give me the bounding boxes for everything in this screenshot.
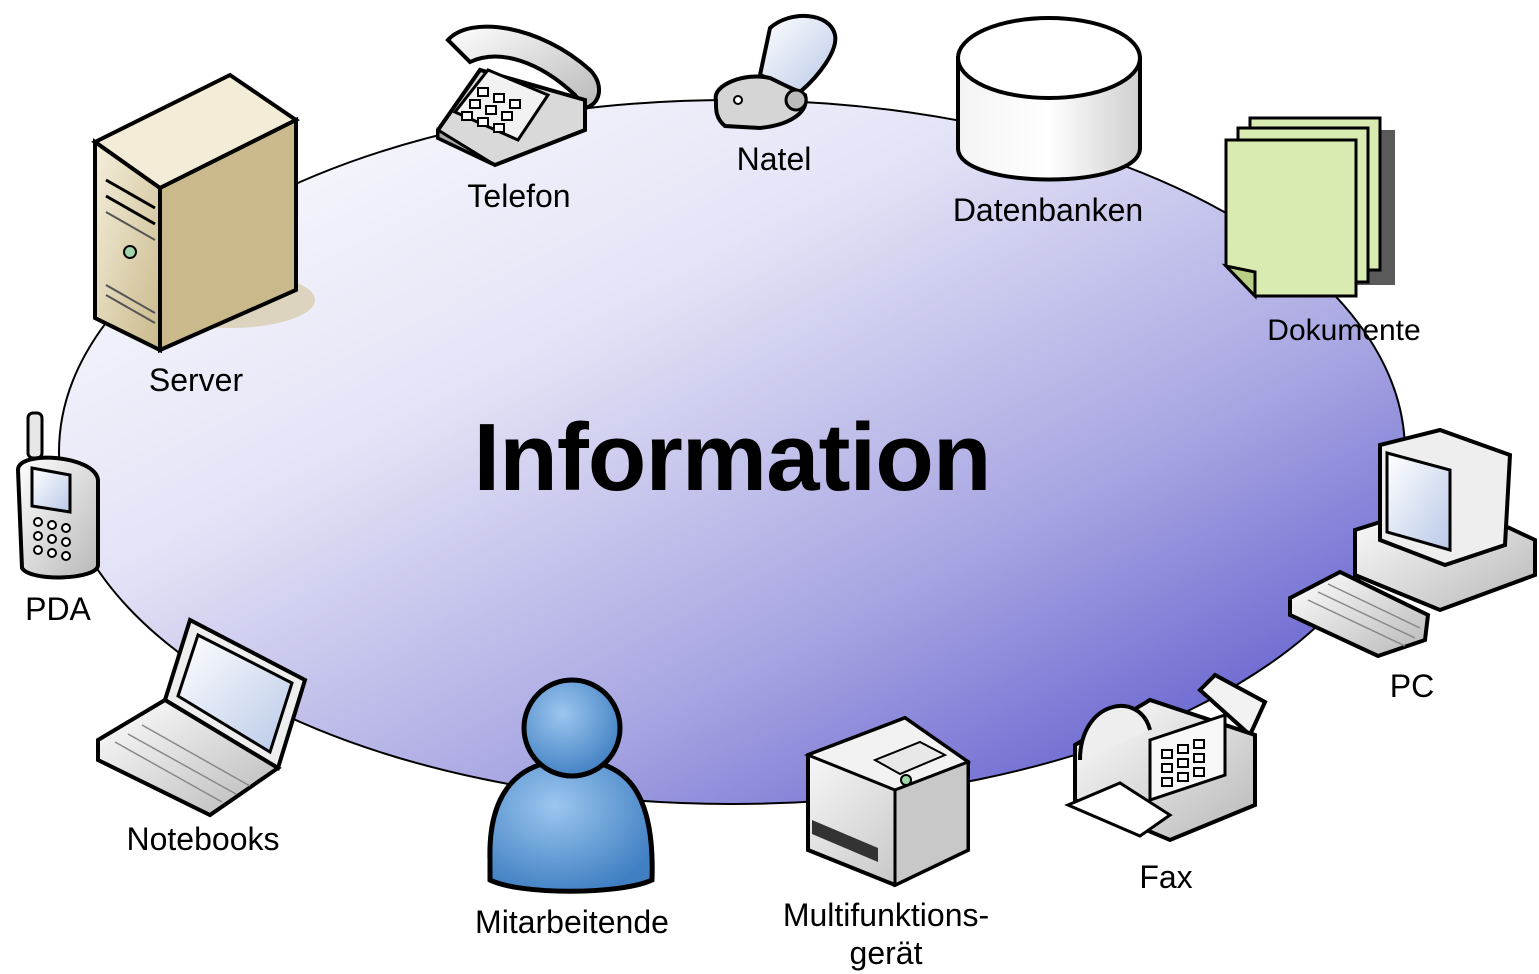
mobile-phone-icon bbox=[15, 411, 100, 580]
label-fax: Fax bbox=[1139, 859, 1193, 895]
label-server: Server bbox=[148, 362, 244, 398]
label-pc: PC bbox=[1389, 668, 1435, 704]
label-notebooks: Notebooks bbox=[126, 821, 280, 857]
center-label: Information bbox=[473, 404, 992, 511]
desk-telephone-icon bbox=[436, 24, 601, 168]
fax-machine-icon bbox=[1064, 672, 1268, 843]
person-icon bbox=[487, 677, 655, 894]
label-dokumente: Dokumente bbox=[1267, 314, 1421, 347]
label-natel: Natel bbox=[736, 141, 812, 177]
label-mitarbeitende: Mitarbeitende bbox=[475, 904, 669, 940]
label-telefon: Telefon bbox=[467, 178, 571, 214]
label-multifunktionsgeraet: Multifunktions- gerät bbox=[782, 897, 990, 971]
multifunction-printer-icon bbox=[803, 715, 972, 888]
label-datenbanken: Datenbanken bbox=[952, 192, 1144, 228]
laptop-icon bbox=[96, 617, 308, 818]
server-tower-icon bbox=[91, 72, 315, 354]
database-cylinder-icon bbox=[956, 16, 1142, 182]
document-stack-icon bbox=[1221, 116, 1395, 300]
label-pda: PDA bbox=[25, 591, 91, 627]
flip-phone-icon bbox=[713, 14, 838, 131]
desktop-computer-icon bbox=[1288, 427, 1537, 659]
